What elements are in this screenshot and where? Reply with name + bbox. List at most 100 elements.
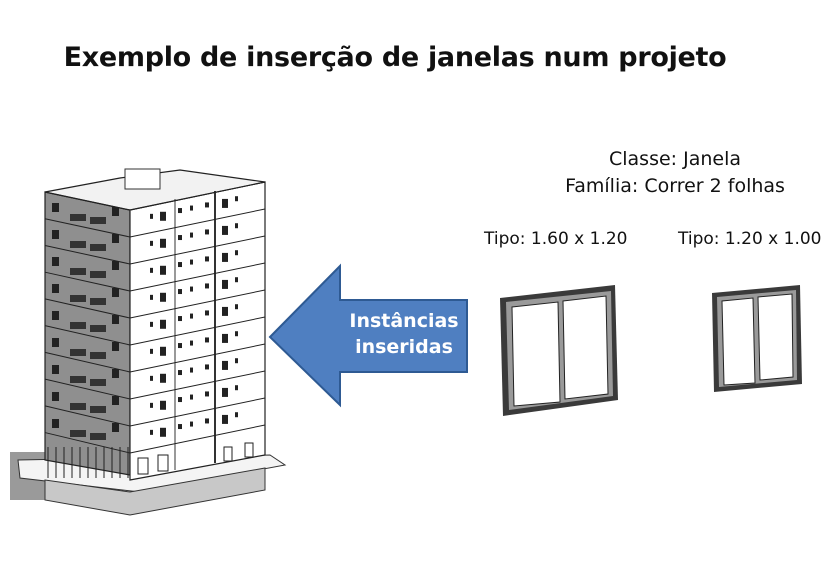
building-window	[112, 315, 119, 324]
floor-line	[44, 432, 131, 454]
arrow-left	[268, 263, 468, 408]
class-label: Classe: Janela	[608, 148, 742, 170]
building-window	[205, 283, 209, 289]
building-window	[178, 397, 182, 403]
building-window	[235, 385, 238, 391]
building-window	[160, 211, 166, 221]
building-window	[190, 421, 193, 427]
building-window	[150, 402, 153, 408]
building-door	[137, 457, 149, 475]
building-window	[112, 261, 119, 270]
building-window	[112, 342, 119, 351]
building-window	[178, 208, 182, 214]
building-window	[205, 256, 209, 262]
building-window	[235, 358, 238, 364]
building-window	[178, 424, 182, 430]
type-label-large: Tipo: 1.60 x 1.20	[484, 229, 628, 249]
building-door	[223, 446, 233, 462]
floor-line	[44, 378, 131, 400]
building-window	[235, 196, 238, 202]
building-window	[150, 213, 153, 219]
building-podium	[44, 467, 266, 516]
floor-line	[129, 370, 266, 400]
building-window	[178, 370, 182, 376]
building-window	[150, 375, 153, 381]
arrow-label-line1: Instâncias	[349, 310, 459, 332]
building-window	[52, 203, 59, 212]
building-window	[235, 223, 238, 229]
floor-line	[129, 424, 266, 454]
building-window	[112, 234, 119, 243]
floor-line	[44, 271, 131, 292]
building-balcony	[70, 214, 86, 221]
building-window	[235, 250, 238, 256]
building-balcony	[70, 322, 86, 329]
building-window	[52, 311, 59, 320]
building-balcony	[70, 349, 86, 356]
building-window	[160, 427, 166, 437]
building-window	[205, 310, 209, 316]
building-window	[178, 316, 182, 322]
building-window	[52, 230, 59, 239]
building-window	[190, 340, 193, 346]
building-window	[160, 265, 166, 275]
floor-line	[129, 316, 266, 346]
building-balcony	[70, 241, 86, 248]
building-illustration	[10, 168, 287, 516]
building-window	[222, 414, 228, 424]
building-door	[157, 454, 169, 472]
building-window	[52, 338, 59, 347]
building-window	[160, 292, 166, 302]
building-window	[150, 321, 153, 327]
building-door	[244, 442, 254, 458]
building-balcony	[90, 433, 106, 440]
floor-line	[44, 244, 131, 265]
building-window	[160, 319, 166, 329]
building-balcony	[70, 268, 86, 275]
building-window	[178, 235, 182, 241]
building-window	[160, 400, 166, 410]
building-window	[52, 392, 59, 401]
building-window	[112, 207, 119, 216]
building-window	[160, 238, 166, 248]
building-window	[190, 313, 193, 319]
building-window	[150, 348, 153, 354]
building-window	[222, 387, 228, 397]
building-window	[52, 257, 59, 266]
building-window	[150, 294, 153, 300]
building-window	[235, 331, 238, 337]
page-title: Exemplo de inserção de janelas num proje…	[63, 42, 727, 73]
floor-line	[129, 208, 266, 238]
building-balcony	[90, 325, 106, 332]
floor-line	[44, 351, 131, 373]
building-window	[150, 429, 153, 435]
floor-line	[129, 262, 266, 292]
building-window	[190, 394, 193, 400]
building-window	[178, 289, 182, 295]
building-window	[222, 360, 228, 370]
building-window	[112, 369, 119, 378]
building-window	[190, 367, 193, 373]
building-balcony	[70, 430, 86, 437]
building-window	[190, 259, 193, 265]
building-window	[112, 423, 119, 432]
building-window	[235, 277, 238, 283]
floor-line	[44, 298, 131, 319]
building-window	[205, 418, 209, 424]
building-balcony	[70, 403, 86, 410]
arrow-label-line2: inseridas	[355, 336, 453, 358]
building-window	[190, 232, 193, 238]
building-window	[178, 343, 182, 349]
building-balcony	[70, 295, 86, 302]
building-balcony	[90, 379, 106, 386]
building-window	[178, 262, 182, 268]
building-window	[112, 396, 119, 405]
building-balcony	[90, 244, 106, 251]
building-window	[222, 252, 228, 262]
building-window	[52, 365, 59, 374]
floor-line	[44, 325, 131, 346]
building-window	[52, 419, 59, 428]
building-balcony	[90, 217, 106, 224]
building-balcony	[90, 406, 106, 413]
building-window	[222, 198, 228, 208]
